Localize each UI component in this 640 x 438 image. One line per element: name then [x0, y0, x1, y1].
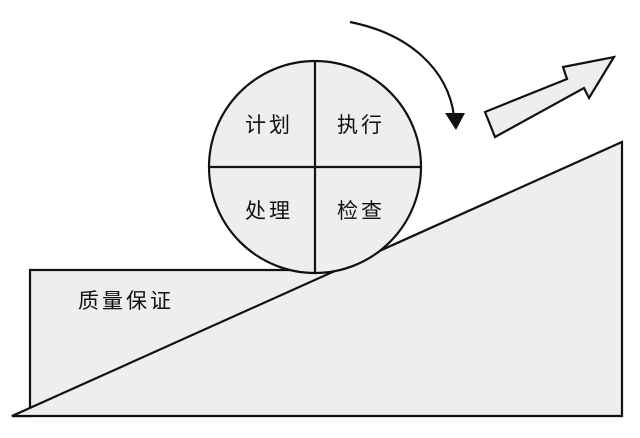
quadrant-plan-label: 计划 [245, 113, 293, 137]
rotation-arrowhead-icon [445, 113, 465, 130]
quadrant-do-label: 执行 [337, 113, 385, 137]
pdca-wheel: 计划 执行 处理 检查 [207, 59, 423, 275]
improvement-slope [11, 140, 624, 418]
rotation-arrow-icon [349, 20, 465, 130]
quadrant-check-label: 检查 [337, 199, 385, 223]
quadrant-act-label: 处理 [245, 199, 293, 223]
quality-assurance-label: 质量保证 [78, 289, 174, 313]
direction-arrow-icon [483, 55, 617, 139]
